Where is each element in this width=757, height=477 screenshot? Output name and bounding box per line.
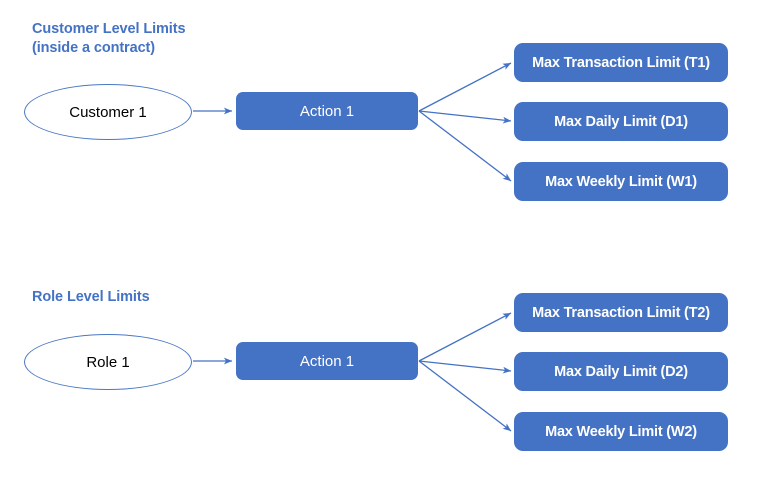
node-action-1-customer[interactable]: Action 1	[236, 92, 418, 130]
node-max-transaction-limit-t1[interactable]: Max Transaction Limit (T1)	[514, 43, 728, 82]
node-customer-1[interactable]: Customer 1	[24, 84, 192, 140]
node-max-transaction-limit-t2[interactable]: Max Transaction Limit (T2)	[514, 293, 728, 332]
connector-action2-to-d2	[418, 360, 512, 374]
connector-action1-to-w1	[418, 110, 512, 182]
section-heading-customer-level: Customer Level Limits (inside a contract…	[32, 21, 186, 56]
node-max-weekly-limit-w2[interactable]: Max Weekly Limit (W2)	[514, 412, 728, 451]
connector-action2-to-w2	[418, 360, 512, 432]
node-max-daily-limit-d2[interactable]: Max Daily Limit (D2)	[514, 352, 728, 391]
node-role-1[interactable]: Role 1	[24, 334, 192, 390]
connector-action1-to-d1	[418, 110, 512, 124]
section-heading-role-level: Role Level Limits	[32, 289, 150, 305]
node-action-1-role[interactable]: Action 1	[236, 342, 418, 380]
node-max-weekly-limit-w1[interactable]: Max Weekly Limit (W1)	[514, 162, 728, 201]
node-max-daily-limit-d1[interactable]: Max Daily Limit (D1)	[514, 102, 728, 141]
connector-action2-to-t2	[418, 312, 512, 362]
connector-action1-to-t1	[418, 62, 512, 112]
